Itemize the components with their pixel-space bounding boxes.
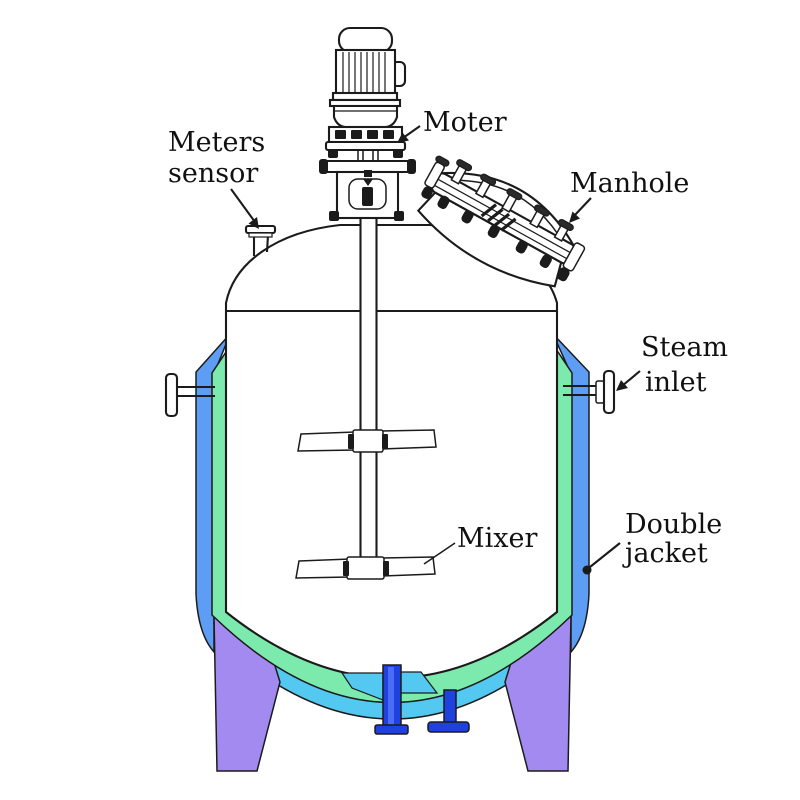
motor-cap (337, 26, 394, 54)
meters-sensor-arrowhead (248, 217, 259, 229)
steam-inlet-arrowhead (616, 380, 628, 391)
bottom-outlet-center (374, 664, 409, 735)
jacket-port-left (164, 372, 215, 418)
meters-sensor-leader (230, 188, 256, 223)
label-mixer: Mixer (423, 523, 537, 565)
impeller-lower (295, 556, 436, 580)
steam-inlet-text-line1: Steam (641, 332, 728, 363)
motor-finned-body (334, 48, 397, 96)
manhole-clamp-bolts (421, 155, 586, 282)
label-motor: Moter (397, 107, 507, 143)
bottom-outlet-side (427, 689, 470, 733)
motor-text: Moter (423, 107, 507, 138)
steam-inlet-leader (621, 370, 641, 387)
meters-sensor-nozzle (244, 224, 277, 256)
vessel-body (224, 223, 559, 680)
manhole-assembly (416, 155, 586, 288)
double-jacket-text-line1: Double (625, 509, 722, 540)
impeller-upper (297, 429, 437, 453)
label-meters-sensor: Meters sensor (168, 127, 265, 229)
steam-inlet-pipe (563, 369, 616, 415)
label-double-jacket: Double jacket (582, 509, 722, 575)
manhole-text: Manhole (570, 168, 689, 199)
double-jacket-text-line2: jacket (622, 538, 708, 569)
double-jacket-leader (589, 542, 621, 568)
drive-bell (332, 104, 399, 129)
motor-arrowhead (397, 132, 409, 143)
label-manhole: Manhole (569, 168, 689, 223)
manhole-neck (416, 191, 563, 288)
manhole-leader (573, 197, 592, 217)
agitator-shaft (359, 215, 378, 564)
label-steam-inlet: Steam inlet (616, 332, 728, 398)
mixer-leader (423, 542, 456, 565)
meters-sensor-text-line2: sensor (168, 158, 258, 189)
meters-sensor-text-line1: Meters (168, 127, 265, 158)
double-jacket-leader-dot (582, 565, 592, 575)
motor-assembly (319, 26, 416, 221)
mixer-text: Mixer (457, 523, 537, 554)
steam-inlet-text-line2: inlet (645, 367, 707, 398)
labels: Meters sensor Moter Manhole Steam inlet … (168, 107, 728, 575)
manhole-arrowhead (569, 211, 580, 223)
motor-leader (402, 125, 421, 139)
